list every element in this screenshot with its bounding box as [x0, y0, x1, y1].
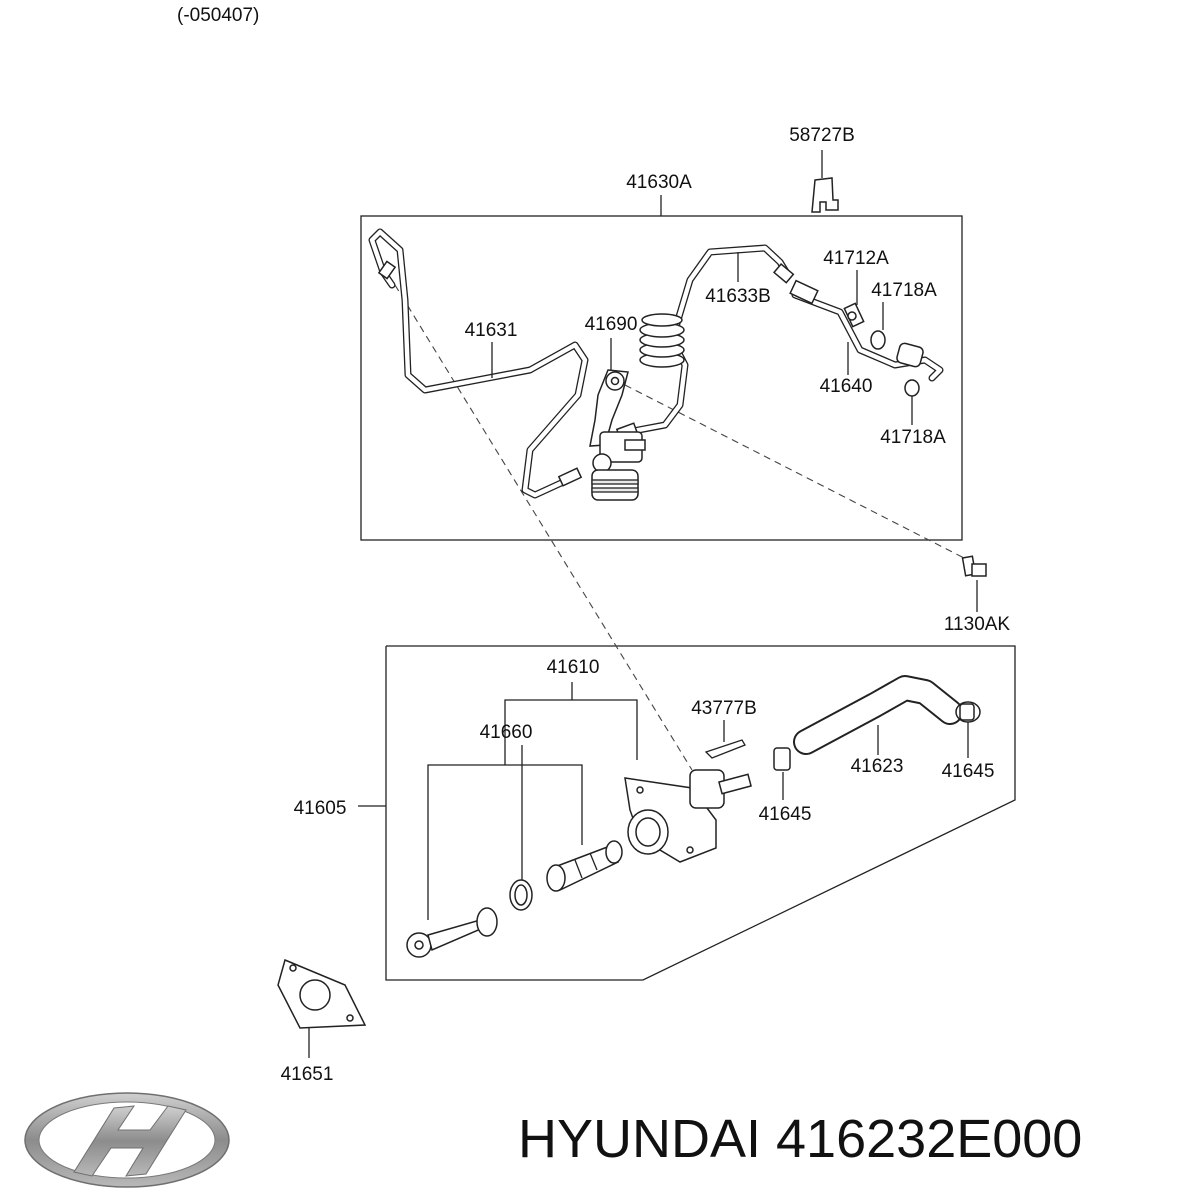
part-label-41645-mid: 41645: [758, 804, 812, 825]
bolt-41712A: [843, 302, 865, 328]
part-label-41640: 41640: [819, 376, 873, 397]
part-label-41690: 41690: [584, 314, 638, 335]
hose-41640: [789, 279, 944, 382]
part-label-41610: 41610: [546, 657, 600, 678]
part-label-41623: 41623: [850, 756, 904, 777]
pipe-41631: [368, 228, 589, 499]
part-label-41712A: 41712A: [823, 248, 889, 269]
clamp-41645-right: [955, 701, 981, 723]
part-label-41651: 41651: [280, 1064, 334, 1085]
part-label-43777B: 43777B: [691, 698, 757, 719]
piston-41660: [546, 840, 623, 892]
pipe-41633B: [615, 244, 795, 441]
washer-41718A-bottom: [904, 379, 920, 397]
clip-58727B: [811, 177, 839, 213]
clamp-41645-mid: [773, 747, 791, 771]
part-label-41645-right: 41645: [941, 761, 995, 782]
washer-41718A-top: [870, 330, 886, 350]
push-rod-41660: [406, 907, 498, 958]
hose-41623: [793, 675, 963, 755]
part-number-caption: HYUNDAI 416232E000: [518, 1109, 1083, 1169]
part-label-1130AK: 1130AK: [943, 614, 1011, 635]
ring-41660: [509, 879, 533, 911]
part-label-41630A: 41630A: [626, 172, 692, 193]
lower-assembly-frame: [385, 645, 1016, 981]
assembly-line-bolt: [624, 384, 969, 561]
part-label-41718A-top: 41718A: [871, 280, 937, 301]
part-label-41633B: 41633B: [705, 286, 771, 307]
part-label-41660: 41660: [479, 722, 533, 743]
clip-43777B: [704, 739, 746, 759]
part-label-58727B: 58727B: [789, 125, 855, 146]
slave-cylinder-41610: [624, 769, 752, 863]
bolt-1130AK: [961, 555, 987, 577]
range-code: (-050407): [177, 5, 260, 26]
hyundai-logo: [24, 1092, 230, 1188]
part-label-41631: 41631: [464, 320, 518, 341]
part-label-41718A-bottom: 41718A: [880, 427, 946, 448]
gasket-41651: [277, 958, 367, 1029]
assembly-line-pipe: [394, 284, 693, 771]
part-label-41605: 41605: [293, 798, 347, 819]
cylinder-41690: [589, 369, 646, 501]
